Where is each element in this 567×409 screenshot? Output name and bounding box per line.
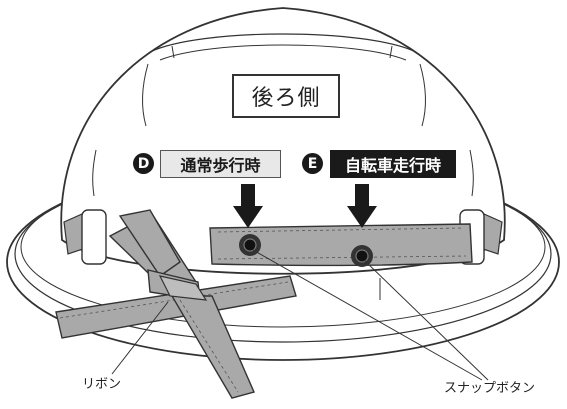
- snap-button-d: [239, 234, 261, 256]
- snap-button-e: [351, 245, 373, 267]
- snap-leader-line-e: [363, 259, 489, 381]
- position-d-badge: D: [133, 153, 154, 174]
- position-e-label: 自転車走行時: [330, 150, 456, 178]
- side-clip-left: [63, 209, 107, 265]
- arrow-e-icon: [347, 184, 377, 228]
- arrow-d-icon: [233, 184, 263, 228]
- ribbon-callout: リボン: [82, 377, 122, 392]
- ribbon: [55, 209, 297, 399]
- back-strap: [209, 223, 473, 267]
- snap-button-callout: スナップボタン: [444, 381, 536, 396]
- position-e-badge: E: [302, 153, 323, 174]
- title-box: 後ろ側: [232, 74, 340, 118]
- helmet-shell: [60, 7, 506, 300]
- snap-leader-line-d: [252, 249, 483, 381]
- ribbon-leader-line: [111, 301, 169, 375]
- position-d-label: 通常歩行時: [160, 150, 281, 178]
